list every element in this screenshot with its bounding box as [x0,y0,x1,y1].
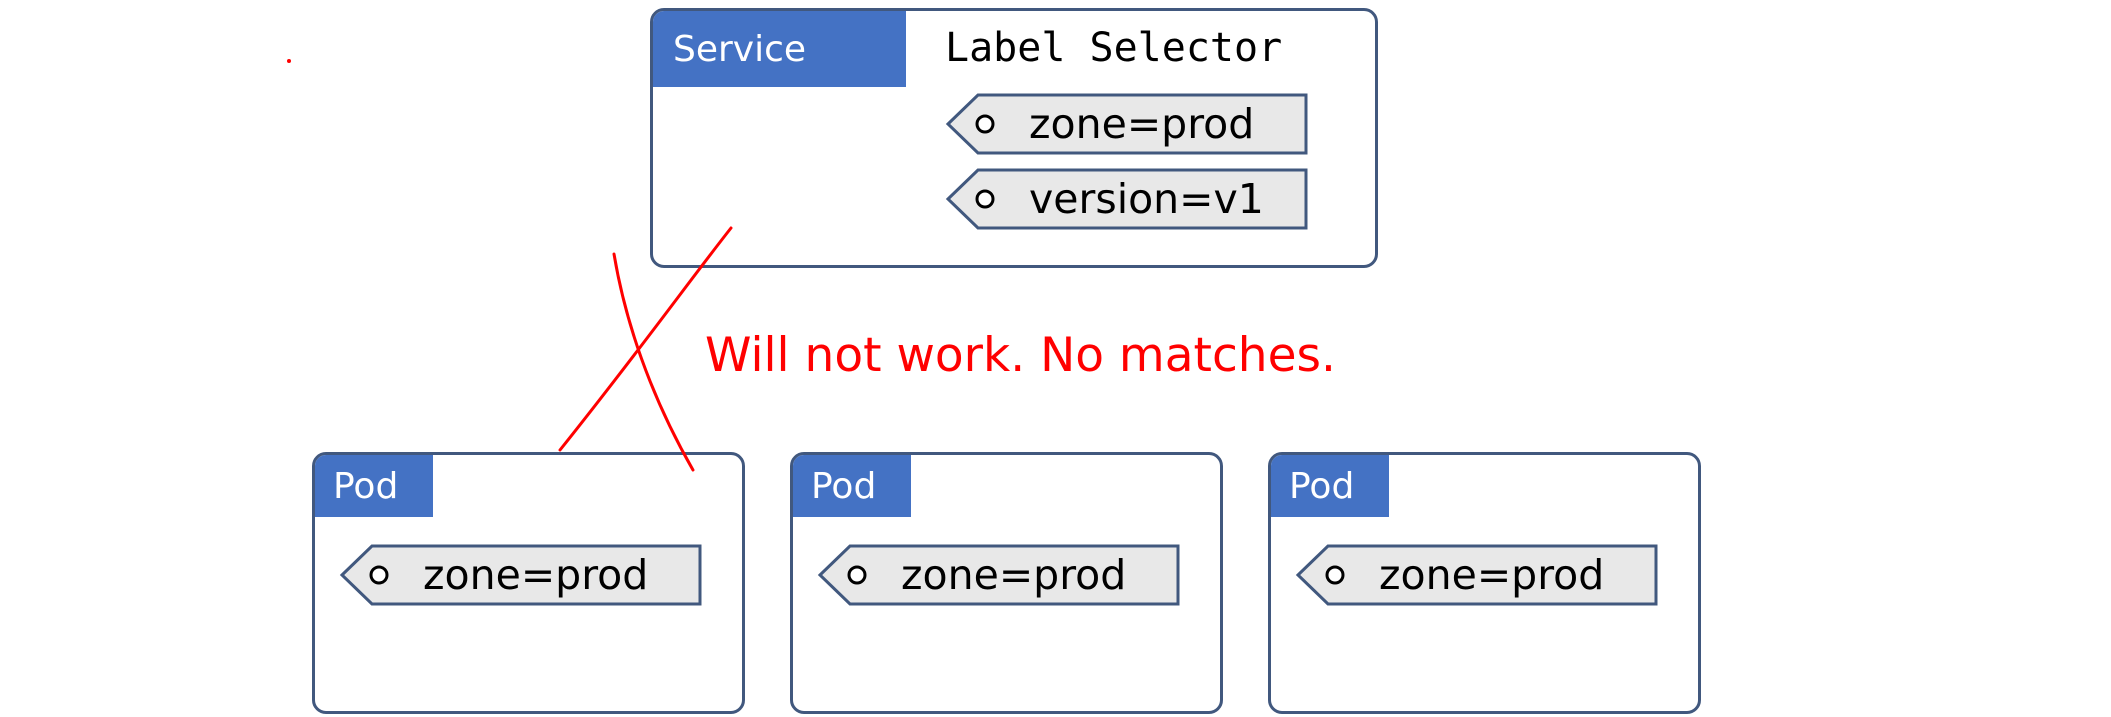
pod-box: Pod zone=prod [312,452,745,714]
label-tag-icon [945,168,1308,230]
pod-label-text: zone=prod [1379,551,1605,599]
pod-box: Pod zone=prod [790,452,1223,714]
pod-label-text: zone=prod [901,551,1127,599]
selector-label-text: version=v1 [1029,175,1264,223]
service-box: Service Label Selector zone=prod version… [650,8,1378,268]
pod-header: Pod [793,455,911,517]
label-tag-icon [1295,544,1658,606]
label-selector-title: Label Selector [945,25,1283,71]
pod-label: zone=prod [339,544,703,606]
pod-header: Pod [315,455,433,517]
label-tag-icon [817,544,1180,606]
pod-box: Pod zone=prod [1268,452,1701,714]
service-header: Service [653,11,906,87]
label-tag-icon [339,544,702,606]
selector-label-version: version=v1 [945,168,1309,230]
pod-label: zone=prod [817,544,1181,606]
pod-label: zone=prod [1295,544,1659,606]
selector-label-text: zone=prod [1029,100,1255,148]
cross-stroke-b [612,252,695,472]
label-tag-icon [945,93,1308,155]
selector-label-zone: zone=prod [945,93,1309,155]
pod-header: Pod [1271,455,1389,517]
no-match-annotation: Will not work. No matches. [705,328,1336,383]
stray-dot [287,59,291,63]
pod-label-text: zone=prod [423,551,649,599]
